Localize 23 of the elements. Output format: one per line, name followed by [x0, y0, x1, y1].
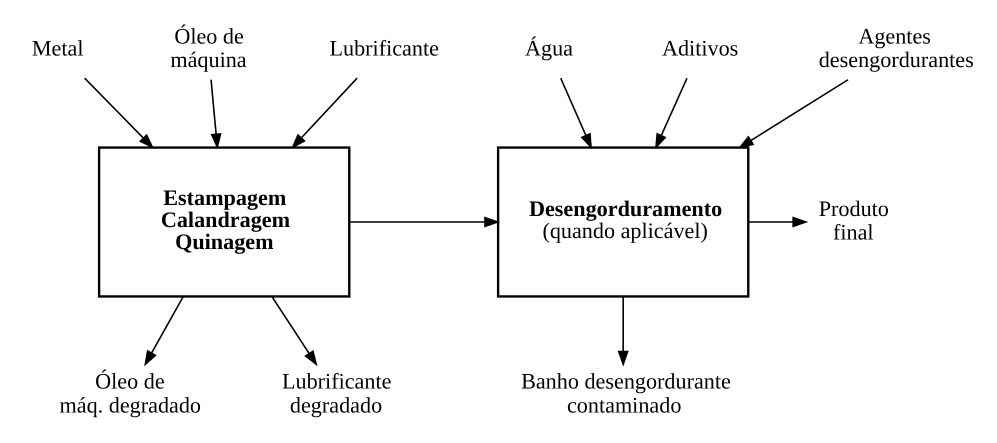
node-text: Agentes desengordurantes [818, 22, 974, 72]
node-text: Óleo de máq. degradado [60, 368, 202, 417]
arrow [272, 296, 318, 366]
arrow [350, 216, 500, 228]
node-text: Metal [32, 34, 84, 60]
node-box: Desengorduramento (quando aplicável) [496, 146, 750, 298]
node-text: Aditivos [662, 34, 738, 60]
arrow [748, 216, 808, 228]
arrow [144, 296, 184, 366]
arrow [655, 77, 688, 149]
node-box: Estampagem Calandragem Quinagem [98, 146, 350, 298]
arrow [84, 77, 154, 148]
arrow [738, 78, 848, 148]
arrow [560, 77, 592, 149]
arrow [290, 77, 358, 148]
arrow [210, 79, 222, 149]
node-text: Banho desengordurante contaminado [521, 368, 731, 417]
node-text: Produto final [818, 195, 889, 244]
arrow [618, 296, 629, 366]
node-text: Óleo de máquina [170, 22, 247, 72]
node-text: Lubrificante [329, 34, 439, 60]
node-text: Água [525, 34, 574, 60]
node-text: Lubrificante degradado [282, 368, 392, 417]
